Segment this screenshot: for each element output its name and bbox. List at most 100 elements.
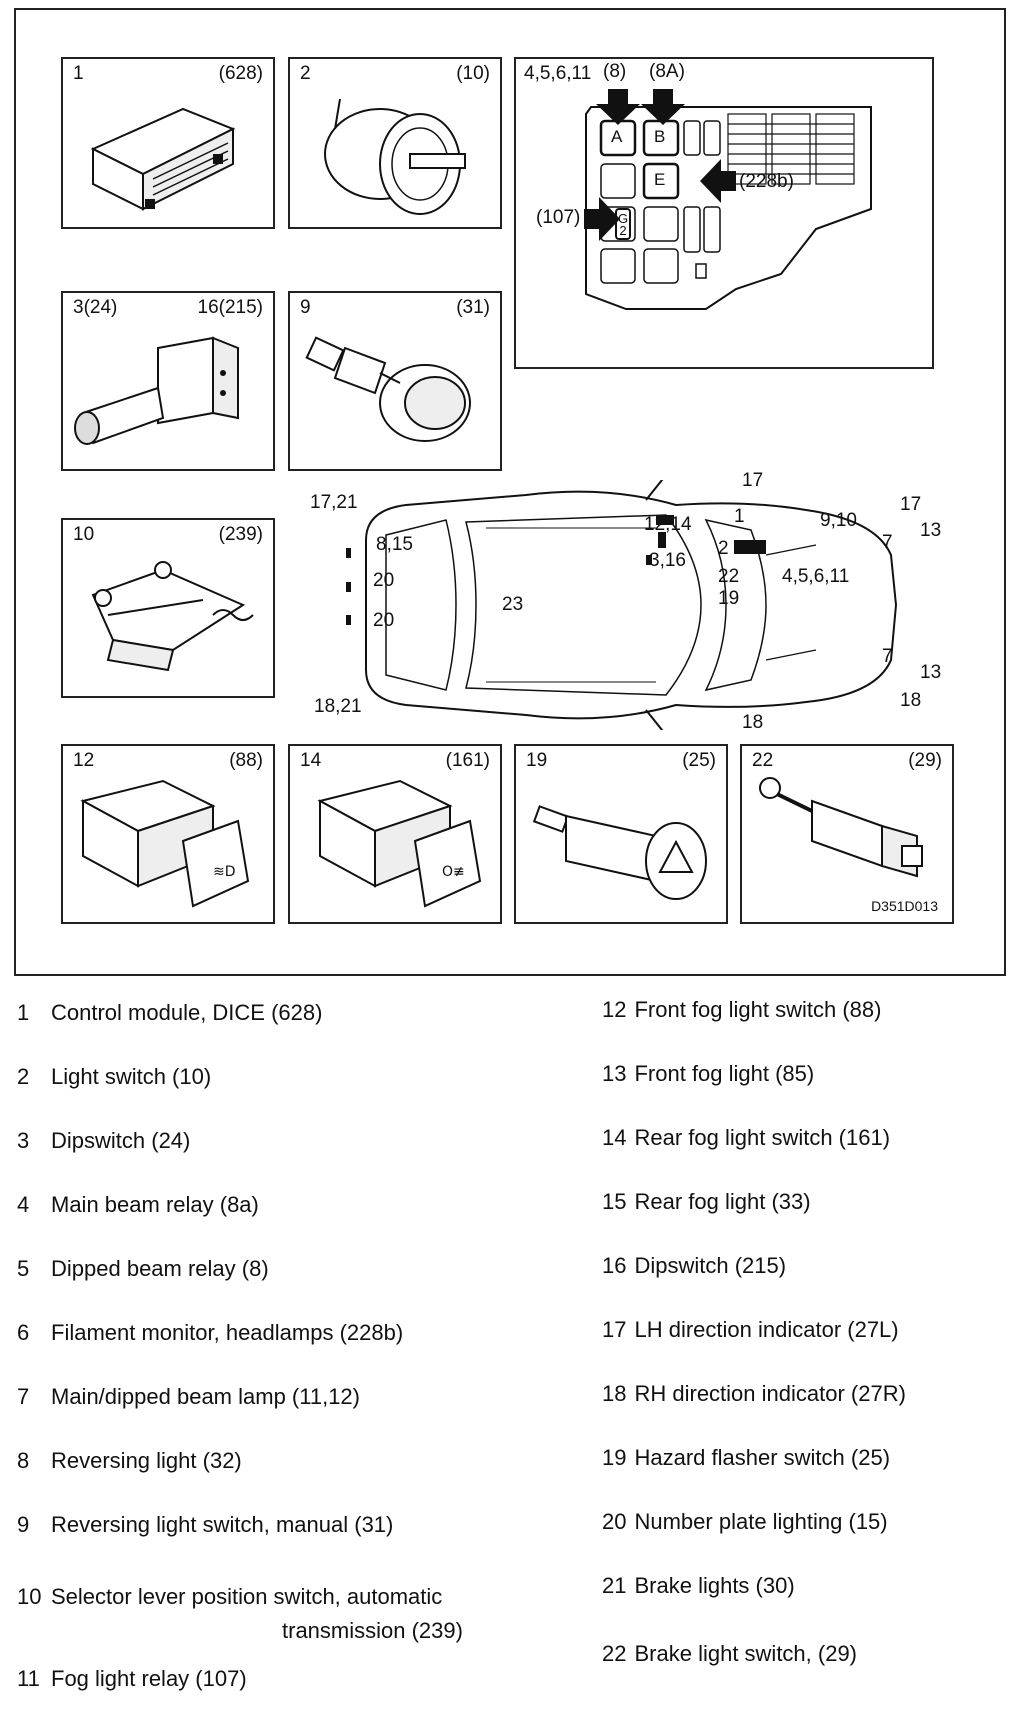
reversing-switch-illustration xyxy=(305,336,471,442)
legend-item-text: Front fog light switch (88) xyxy=(634,997,882,1022)
car-label-3-16: 3,16 xyxy=(649,550,686,571)
legend-item-number: 16 xyxy=(602,1253,627,1278)
legend-item-number: 5 xyxy=(17,1256,30,1281)
panel-brake-light-switch: 22 (29) D351D013 xyxy=(740,744,954,924)
car-label-20-upper: 20 xyxy=(373,570,395,591)
legend-item: 15 Rear fog light (33) xyxy=(602,1189,811,1215)
light-switch-illustration xyxy=(324,98,466,215)
car-label-17-21: 17,21 xyxy=(310,492,358,513)
svg-text:≋D: ≋D xyxy=(213,864,236,880)
rear-fog-switch-illustration: O≢ xyxy=(317,779,482,908)
car-label-4-5-6-11: 4,5,6,11 xyxy=(782,566,850,587)
control-module-illustration xyxy=(90,107,236,211)
legend-item-text: Front fog light (85) xyxy=(634,1061,815,1086)
car-label-17-top: 17 xyxy=(742,470,764,491)
legend-item: 22 Brake light switch, (29) xyxy=(602,1641,857,1667)
car-label-12-14: 12,14 xyxy=(644,514,692,535)
legend-item-text: Reversing light (32) xyxy=(51,1448,242,1473)
diagram-code: D351D013 xyxy=(871,898,938,914)
car-label-20-lower: 20 xyxy=(373,610,395,631)
legend-item: 13 Front fog light (85) xyxy=(602,1061,814,1087)
panel-fusebox: 4,5,6,11 (8) (8A) A B E G 2 (228b) (107) xyxy=(514,57,934,369)
panel-hazard-switch: 19 (25) xyxy=(514,744,728,924)
panel-dipswitch: 3(24) 16(215) xyxy=(61,291,275,471)
legend-item-number: 18 xyxy=(602,1381,627,1406)
legend-item-number: 15 xyxy=(602,1189,627,1214)
panel-reference: 16(215) xyxy=(197,297,264,318)
panel-light-switch: 2 (10) xyxy=(288,57,502,229)
legend-item-text: Rear fog light switch (161) xyxy=(634,1125,891,1150)
legend-item-number: 6 xyxy=(17,1320,30,1345)
legend-item-number: 14 xyxy=(602,1125,627,1150)
panel-reference: (88) xyxy=(229,750,263,771)
fusebox-illustration xyxy=(584,89,872,310)
legend-item-number: 4 xyxy=(17,1192,30,1217)
relay-a-label: A xyxy=(611,127,623,146)
legend-item-number: 20 xyxy=(602,1509,627,1534)
legend-item: 18 RH direction indicator (27R) xyxy=(602,1381,906,1407)
legend-item-number: 8 xyxy=(17,1448,30,1473)
legend-item-text: Hazard flasher switch (25) xyxy=(634,1445,891,1470)
car-label-8-15: 8,15 xyxy=(376,534,413,555)
legend-item-number: 12 xyxy=(602,997,627,1022)
legend-item-text: Fog light relay (107) xyxy=(51,1666,247,1691)
panel-number: 19 xyxy=(526,750,548,771)
relay-b-label: B xyxy=(654,127,666,146)
legend-item: 4 Main beam relay (8a) xyxy=(17,1192,259,1218)
legend-item-text: Selector lever position switch, automati… xyxy=(51,1584,443,1609)
hazard-switch-illustration xyxy=(532,805,707,900)
car-label-9-10: 9,10 xyxy=(820,510,857,531)
panel-front-fog-switch: ≋D 12 (88) xyxy=(61,744,275,924)
panel-number: 1 xyxy=(73,63,84,84)
panel-number: 3(24) xyxy=(73,297,118,318)
car-label-7-top: 7 xyxy=(882,532,893,553)
legend-item: 8 Reversing light (32) xyxy=(17,1448,242,1474)
fusebox-component-numbers: 4,5,6,11 xyxy=(524,63,592,84)
legend-item-text: Dipped beam relay (8) xyxy=(51,1256,269,1281)
legend-item-text: Control module, DICE (628) xyxy=(51,1000,323,1025)
car-label-19: 19 xyxy=(718,588,740,609)
legend-item-text: Brake light switch, (29) xyxy=(634,1641,858,1666)
brake-switch-illustration xyxy=(759,777,923,878)
arrow-label-8a: (8A) xyxy=(649,61,685,82)
legend-item-number: 10 xyxy=(17,1584,42,1609)
legend-item: 10 Selector lever position switch, automa… xyxy=(17,1584,442,1610)
legend-item-number: 13 xyxy=(602,1061,627,1086)
panel-control-module: 1 (628) xyxy=(61,57,275,229)
arrow-label-8: (8) xyxy=(603,61,627,82)
legend-item-text: Dipswitch (24) xyxy=(51,1128,191,1153)
panel-rear-fog-switch: O≢ 14 (161) xyxy=(288,744,502,924)
car-label-17-right: 17 xyxy=(900,494,922,515)
panel-reference: (31) xyxy=(456,297,490,318)
panel-number: 14 xyxy=(300,750,322,771)
legend-item: 6 Filament monitor, headlamps (228b) xyxy=(17,1320,403,1346)
legend-item-text: Number plate lighting (15) xyxy=(634,1509,888,1534)
diagram-frame: 1 (628) 2 (10) xyxy=(14,8,1006,976)
legend-item-text: Filament monitor, headlamps (228b) xyxy=(51,1320,404,1345)
panel-number: 9 xyxy=(300,297,311,318)
car-label-18-bottom: 18 xyxy=(742,712,764,733)
legend-item-number: 3 xyxy=(17,1128,30,1153)
car-label-18-right: 18 xyxy=(900,690,922,711)
legend-item-text: Main beam relay (8a) xyxy=(51,1192,259,1217)
car-label-13-bottom: 13 xyxy=(920,662,942,683)
legend-item-text: Main/dipped beam lamp (11,12) xyxy=(51,1384,360,1409)
panel-number: 2 xyxy=(300,63,311,84)
panel-reference: (25) xyxy=(682,750,716,771)
car-label-13-top: 13 xyxy=(920,520,942,541)
legend-item-text: Rear fog light (33) xyxy=(634,1189,811,1214)
panel-reference: (239) xyxy=(218,524,263,545)
legend-item-text: RH direction indicator (27R) xyxy=(634,1381,906,1406)
panel-number: 22 xyxy=(752,750,774,771)
car-label-22: 22 xyxy=(718,566,740,587)
legend-item: 14 Rear fog light switch (161) xyxy=(602,1125,890,1151)
legend-item-number: 22 xyxy=(602,1641,627,1666)
legend-item-text: Reversing light switch, manual (31) xyxy=(51,1512,394,1537)
arrow-label-107: (107) xyxy=(536,207,581,228)
